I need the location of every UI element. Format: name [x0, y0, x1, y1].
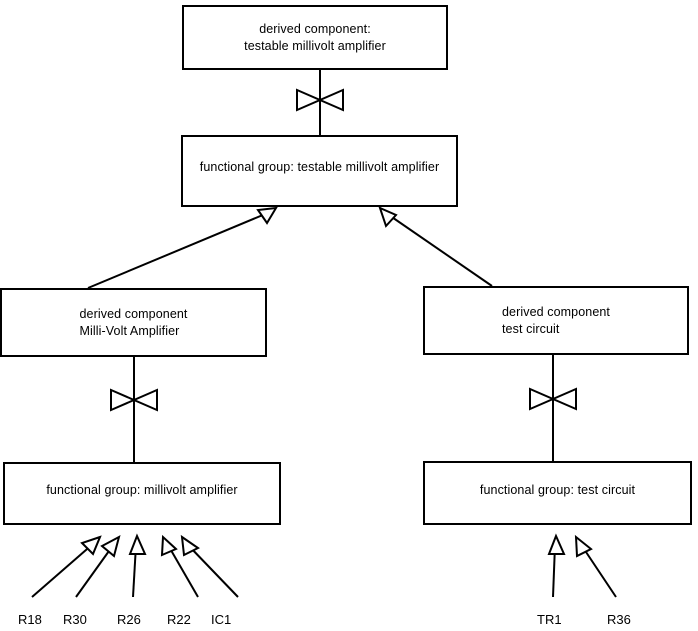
arrow-ic1	[180, 534, 239, 598]
node-derived-testable-millivolt-amplifier[interactable]: derived component: testable millivolt am…	[182, 5, 448, 70]
node-label: derived component Milli-Volt Amplifier	[79, 306, 188, 338]
terminal-label-r36: R36	[607, 612, 631, 627]
arrow-r30	[75, 535, 121, 598]
arrow-r26	[128, 533, 147, 598]
terminal-label-r22: R22	[167, 612, 191, 627]
bowtie-left-connector	[110, 388, 158, 412]
arrow-milli-volt-amplifier-to-functional-group	[87, 206, 278, 289]
node-functional-group-test-circuit[interactable]: functional group: test circuit	[423, 461, 692, 525]
arrow-r22	[160, 534, 199, 598]
arrow-r18	[31, 535, 102, 598]
node-functional-group-testable-millivolt-amplifier[interactable]: functional group: testable millivolt amp…	[181, 135, 458, 207]
bowtie-right-connector	[529, 387, 577, 411]
terminal-label-r26: R26	[117, 612, 141, 627]
terminal-label-r30: R30	[63, 612, 87, 627]
terminal-label-tr1: TR1	[537, 612, 562, 627]
arrow-test-circuit-to-functional-group	[378, 206, 493, 287]
bowtie-top-connector	[296, 88, 344, 112]
terminal-label-r18: R18	[18, 612, 42, 627]
arrow-tr1	[547, 533, 566, 598]
node-label: functional group: millivolt amplifier	[46, 483, 238, 497]
node-label: functional group: test circuit	[479, 482, 636, 497]
node-derived-milli-volt-amplifier[interactable]: derived component Milli-Volt Amplifier	[0, 288, 267, 357]
node-derived-test-circuit[interactable]: derived component test circuit	[423, 286, 689, 355]
node-functional-group-millivolt-amplifier[interactable]: functional group: millivolt amplifier	[3, 462, 281, 525]
stem-lines	[133, 70, 554, 462]
arrow-r36	[574, 534, 617, 598]
node-label: derived component test circuit	[501, 304, 611, 336]
terminal-label-ic1: IC1	[211, 612, 232, 627]
node-label: derived component: testable millivolt am…	[244, 21, 386, 53]
node-label: functional group: testable millivolt amp…	[199, 159, 440, 174]
